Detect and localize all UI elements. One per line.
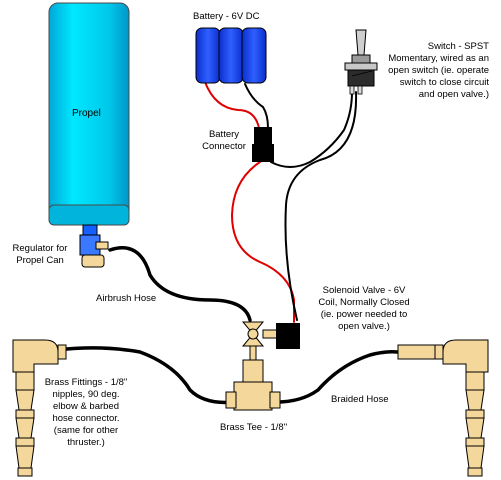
hoses (56, 246, 399, 405)
switch-label: Switch - SPST Momentary, wired as an ope… (388, 41, 489, 101)
airbrush-hose (108, 246, 252, 322)
braided-hose-label: Braided Hose (331, 394, 389, 405)
airbrush-hose-label: Airbrush Hose (96, 293, 157, 304)
solenoid-label-line2: Coil, Normally Closed (318, 297, 410, 308)
solenoid-label-line3: (ie. power needed to (320, 309, 408, 320)
battery-connector-label-line2: Connector (202, 141, 246, 152)
black-wire-switch-to-solenoid (284, 91, 358, 321)
battery-black-lead (244, 83, 269, 129)
spst-switch (344, 29, 378, 95)
right-brass-fittings (397, 339, 489, 477)
left-thruster-hose (56, 346, 237, 405)
battery-connector-label-line1: Battery (208, 129, 240, 140)
brass-fittings-label: Brass Fittings - 1/8" nipples, 90 deg. e… (38, 377, 134, 449)
switch-label-line5: and open valve.) (418, 89, 489, 100)
solenoid-label: Solenoid Valve - 6V Coil, Normally Close… (304, 285, 424, 333)
battery-label: Battery - 6V DC (193, 11, 260, 22)
brass-fittings-label-line6: thruster.) (67, 437, 105, 448)
battery-red-lead (204, 81, 260, 129)
red-wire-to-solenoid (230, 161, 295, 323)
left-brass-fittings (12, 339, 67, 477)
brass-fittings-label-line2: nipples, 90 deg. (52, 389, 120, 400)
regulator-label-line2: Propel Can (16, 255, 64, 266)
solenoid-valve (241, 321, 300, 361)
switch-label-line2: Momentary, wired as an (388, 53, 489, 64)
switch-label-line3: open switch (ie. operate (388, 65, 489, 76)
solenoid-label-line1: Solenoid Valve - 6V (322, 285, 406, 296)
regulator-label: Regulator for Propel Can (4, 243, 76, 267)
pointer-lines (351, 70, 373, 77)
switch-label-line4: switch to close circuit (399, 77, 489, 88)
brass-tee-label: Brass Tee - 1/8" (220, 422, 288, 433)
wires (204, 81, 358, 323)
regulator-label-line1: Regulator for (12, 243, 68, 254)
battery-pack (195, 27, 267, 84)
black-wire-to-switch (270, 91, 353, 168)
brass-fittings-label-line3: elbow & barbed (52, 401, 120, 412)
brass-fittings-label-line1: Brass Fittings - 1/8" (44, 377, 128, 388)
brass-fittings-label-line4: hose connector. (52, 413, 120, 424)
brass-fittings-label-line5: (same for other (53, 425, 119, 436)
solenoid-label-line4: open valve.) (338, 321, 390, 332)
regulator (79, 224, 109, 268)
battery-connector (252, 127, 274, 162)
right-thruster-hose (270, 350, 399, 404)
brass-tee (225, 359, 281, 411)
propel-can-label: Propel (72, 108, 101, 119)
battery-connector-label: Battery Connector (196, 129, 252, 153)
switch-label-line1: Switch - SPST (427, 41, 489, 52)
